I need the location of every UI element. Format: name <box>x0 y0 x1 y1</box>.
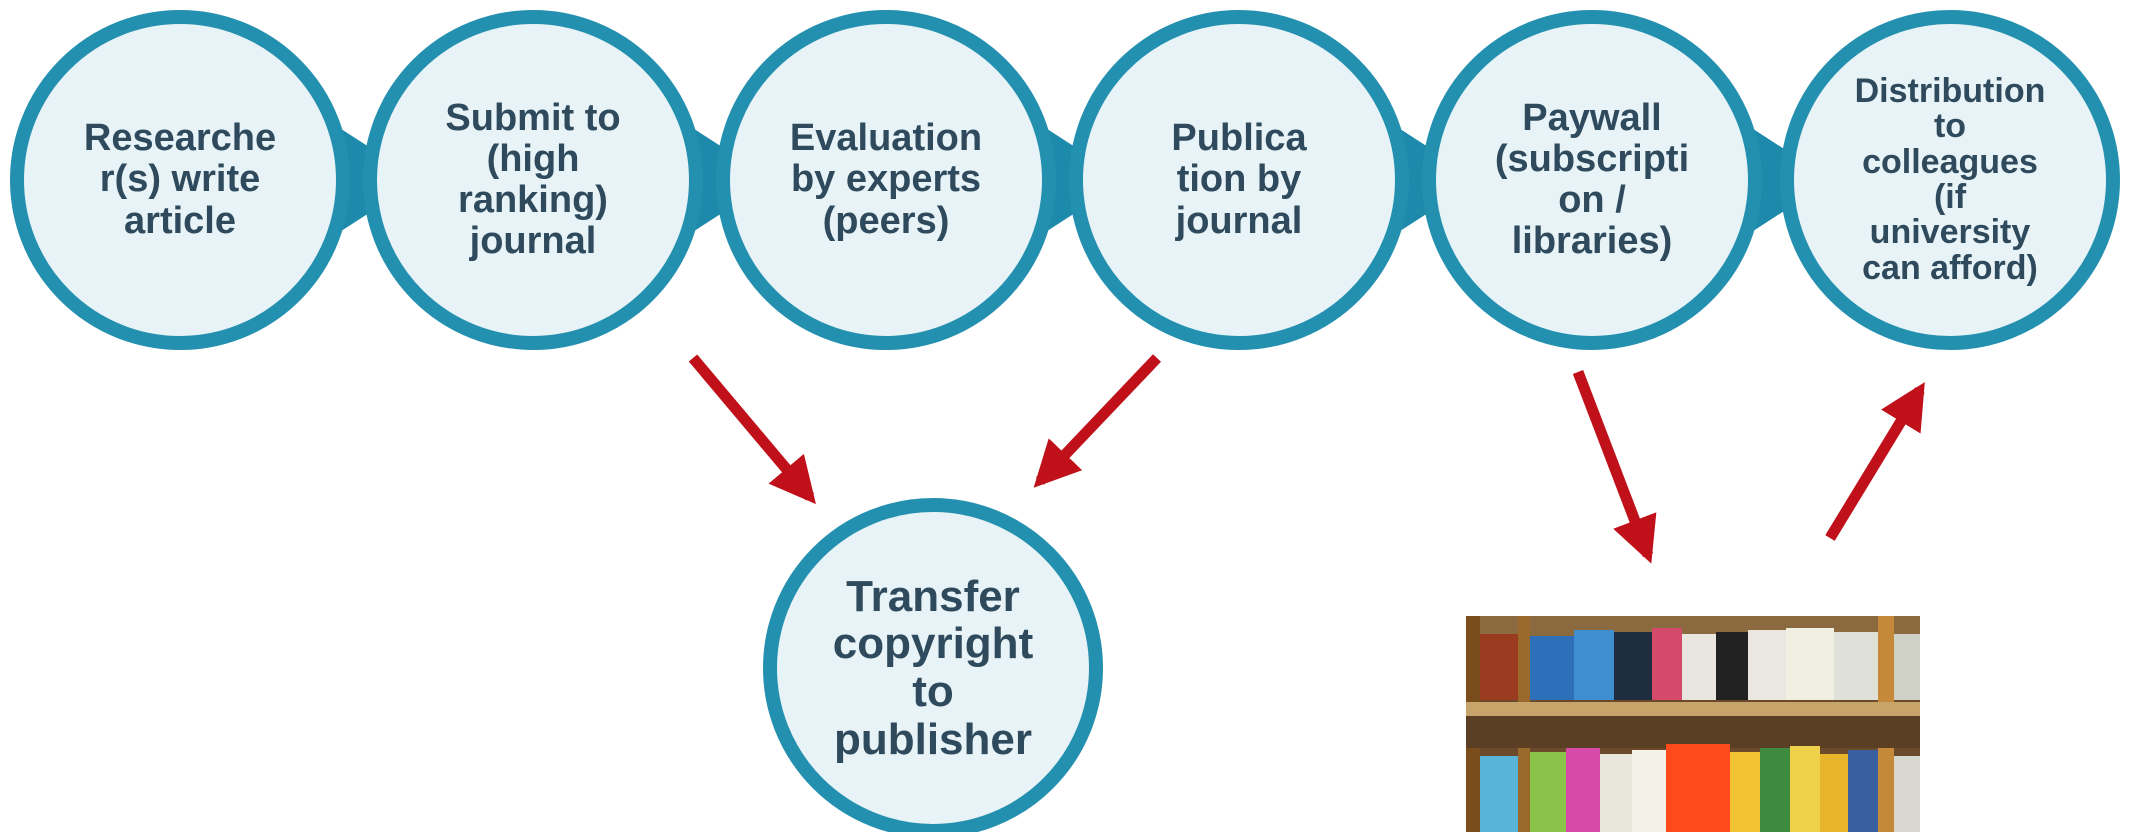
arrow-layer <box>688 354 1925 564</box>
step-circle-submit <box>363 10 703 350</box>
step-circle-distribution <box>1780 10 2120 350</box>
arrow-paywall-to-shelf <box>1572 370 1657 564</box>
step-circle-paywall <box>1422 10 1762 350</box>
step-circle-publication <box>1069 10 1409 350</box>
arrow-shelf-to-distribution <box>1825 382 1925 541</box>
journal-shelf-photo <box>1466 616 1920 832</box>
arrow-publication-to-transfer <box>1033 354 1161 488</box>
step-circle-evaluation <box>716 10 1056 350</box>
step-circles <box>10 10 2120 350</box>
arrow-evaluation-to-transfer <box>688 354 816 505</box>
transfer-circle <box>763 498 1103 832</box>
step-circle-write <box>10 10 350 350</box>
